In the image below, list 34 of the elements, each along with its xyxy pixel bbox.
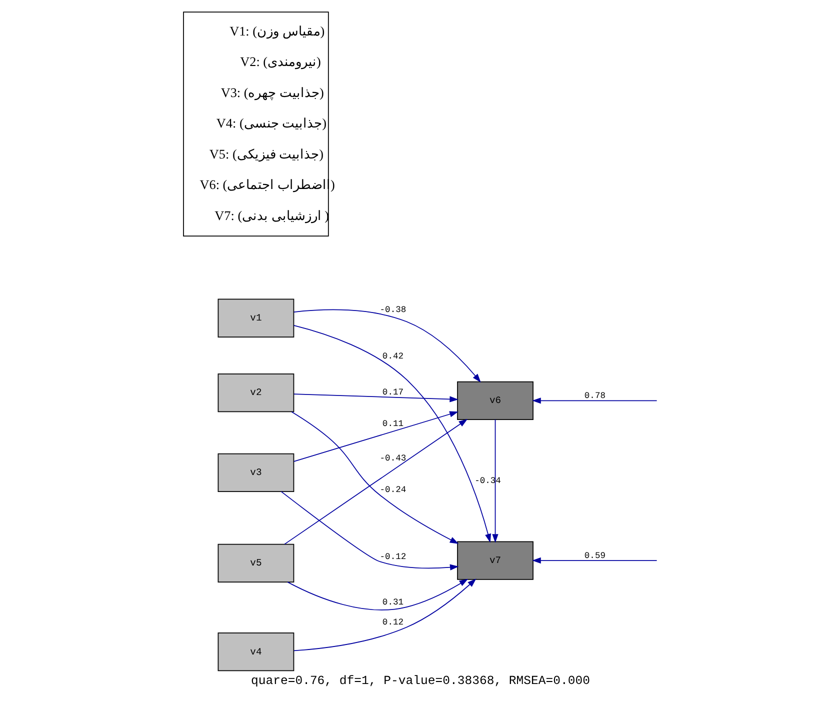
arrow [292,578,476,652]
arrow [293,394,458,402]
edge-label: -0.12 [379,552,406,562]
edge-label: -0.43 [379,453,406,464]
edge-label: 0.42 [382,352,403,362]
edge-label: 0.11 [382,419,403,430]
arrow [492,419,498,543]
node-box: v5 [217,544,294,582]
edge-label: 0.59 [584,550,605,561]
arrow [532,557,657,564]
arrow [293,411,458,462]
arrow [292,325,491,543]
caption: quare=0.76, df=1, P-value=0.38368, RMSEA=0.000 [250,674,590,688]
node-box: v7 [456,541,533,580]
edge-label: 0.31 [382,597,403,608]
edge-label: -0.24 [379,485,406,496]
arrow [293,309,480,383]
label: V3: (جذابیت چهره) [220,84,324,100]
edge-label: 0.12 [382,618,403,628]
node-box: v3 [217,453,294,492]
label: V5: (جذابیت فیزیکی) [208,146,324,162]
node-box: v4 [217,632,294,672]
edge-label: -0.38 [379,304,406,315]
arrow [280,491,458,570]
label: V2: (نیرومندی) [240,54,320,70]
arrow [532,398,657,404]
node-box: v2 [217,373,294,412]
label: V4: (جذابیت جنسی) [216,116,326,131]
label: V1: (مقیاس وزن) [229,23,324,38]
edge-label: 0.17 [382,388,403,398]
node-box: v6 [456,381,533,420]
node-box: v1 [217,298,294,338]
edge-label: 0.78 [584,391,605,402]
arrow [286,578,468,610]
